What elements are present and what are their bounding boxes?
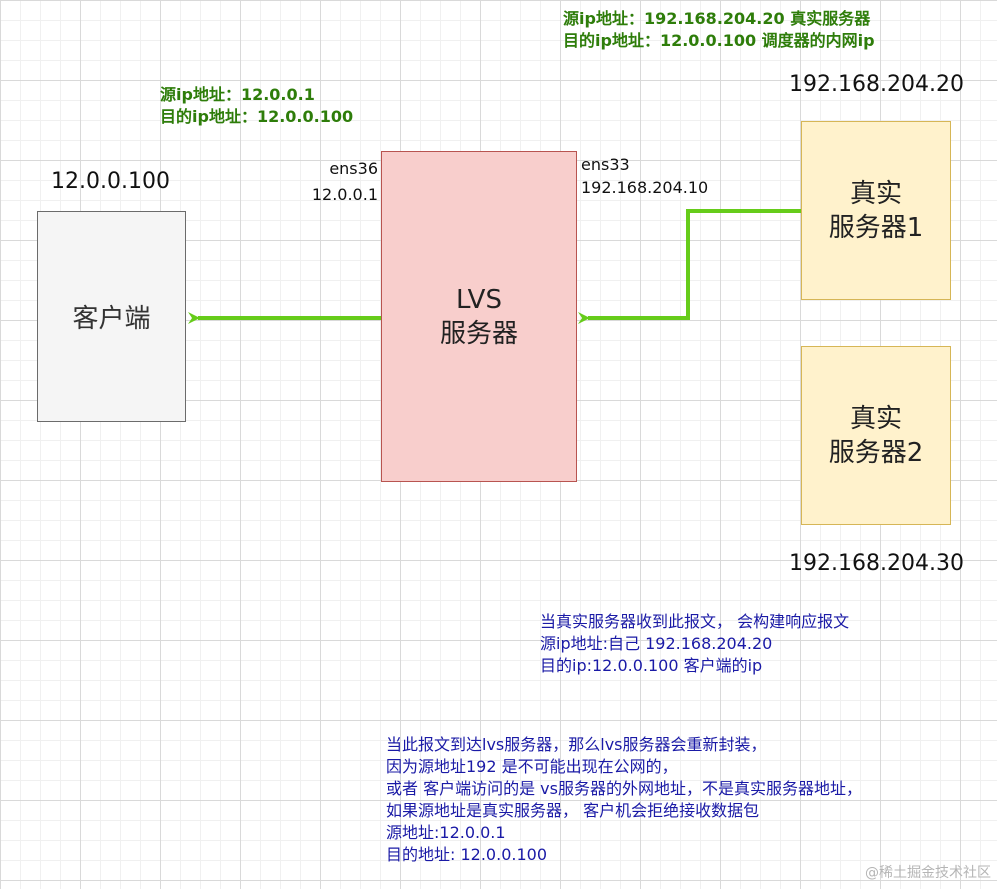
rewrite-note-line1: 当此报文到达lvs服务器，那么lvs服务器会重新封装，	[386, 735, 767, 754]
top-right-note-line2: 目的ip地址：12.0.0.100 调度器的内网ip	[563, 31, 875, 50]
arrow-rs1-to-lvs	[578, 209, 801, 324]
client-node[interactable]: 客户端	[37, 211, 186, 422]
lvs-left-iface: ens36	[329, 159, 378, 178]
lvs-right-ip: 192.168.204.10	[581, 178, 709, 197]
client-label: 客户端	[72, 304, 151, 334]
top-left-note-line2: 目的ip地址：12.0.0.100	[160, 107, 354, 126]
lvs-server-node[interactable]: LVS 服务器	[381, 151, 577, 482]
real-server-1-line1: 真实	[849, 178, 902, 209]
watermark: @稀土掘金技术社区	[865, 865, 991, 881]
real-server-1-line2: 服务器1	[828, 212, 924, 243]
client-ip-label: 12.0.0.100	[51, 169, 170, 194]
top-left-note: 源ip地址：12.0.0.1 目的ip地址：12.0.0.100	[160, 84, 353, 128]
rewrite-note-line5: 源地址:12.0.0.1	[386, 823, 506, 842]
lvs-right-iface: ens33	[581, 155, 630, 174]
rewrite-note: 当此报文到达lvs服务器，那么lvs服务器会重新封装， 因为源地址192 是不可…	[386, 734, 862, 866]
response-note-line3: 目的ip:12.0.0.100 客户端的ip	[540, 656, 763, 675]
response-note-line1: 当真实服务器收到此报文， 会构建响应报文	[540, 612, 850, 631]
top-left-note-line1: 源ip地址：12.0.0.1	[160, 85, 315, 104]
real-server-2-ip: 192.168.204.30	[789, 551, 964, 576]
response-note: 当真实服务器收到此报文， 会构建响应报文 源ip地址:自己 192.168.20…	[540, 611, 849, 677]
rewrite-note-line4: 如果源地址是真实服务器， 客户机会拒绝接收数据包	[386, 801, 760, 820]
top-right-note: 源ip地址：192.168.204.20 真实服务器 目的ip地址：12.0.0…	[563, 8, 875, 52]
real-server-2-node[interactable]: 真实 服务器2	[801, 346, 951, 525]
response-note-line2: 源ip地址:自己 192.168.204.20	[540, 634, 773, 653]
real-server-2-line1: 真实	[849, 403, 902, 434]
real-server-2-line2: 服务器2	[828, 437, 924, 468]
rewrite-note-line2: 因为源地址192 是不可能出现在公网的，	[386, 757, 678, 776]
top-right-note-line1: 源ip地址：192.168.204.20 真实服务器	[563, 9, 871, 28]
lvs-label-line2: 服务器	[439, 318, 518, 349]
real-server-1-node[interactable]: 真实 服务器1	[801, 121, 951, 300]
lvs-label-line1: LVS	[456, 284, 502, 315]
lvs-left-ip: 12.0.0.1	[311, 185, 378, 204]
real-server-1-ip: 192.168.204.20	[789, 72, 964, 97]
rewrite-note-line3: 或者 客户端访问的是 vs服务器的外网地址，不是真实服务器地址，	[386, 779, 862, 798]
rewrite-note-line6: 目的地址: 12.0.0.100	[386, 845, 547, 864]
